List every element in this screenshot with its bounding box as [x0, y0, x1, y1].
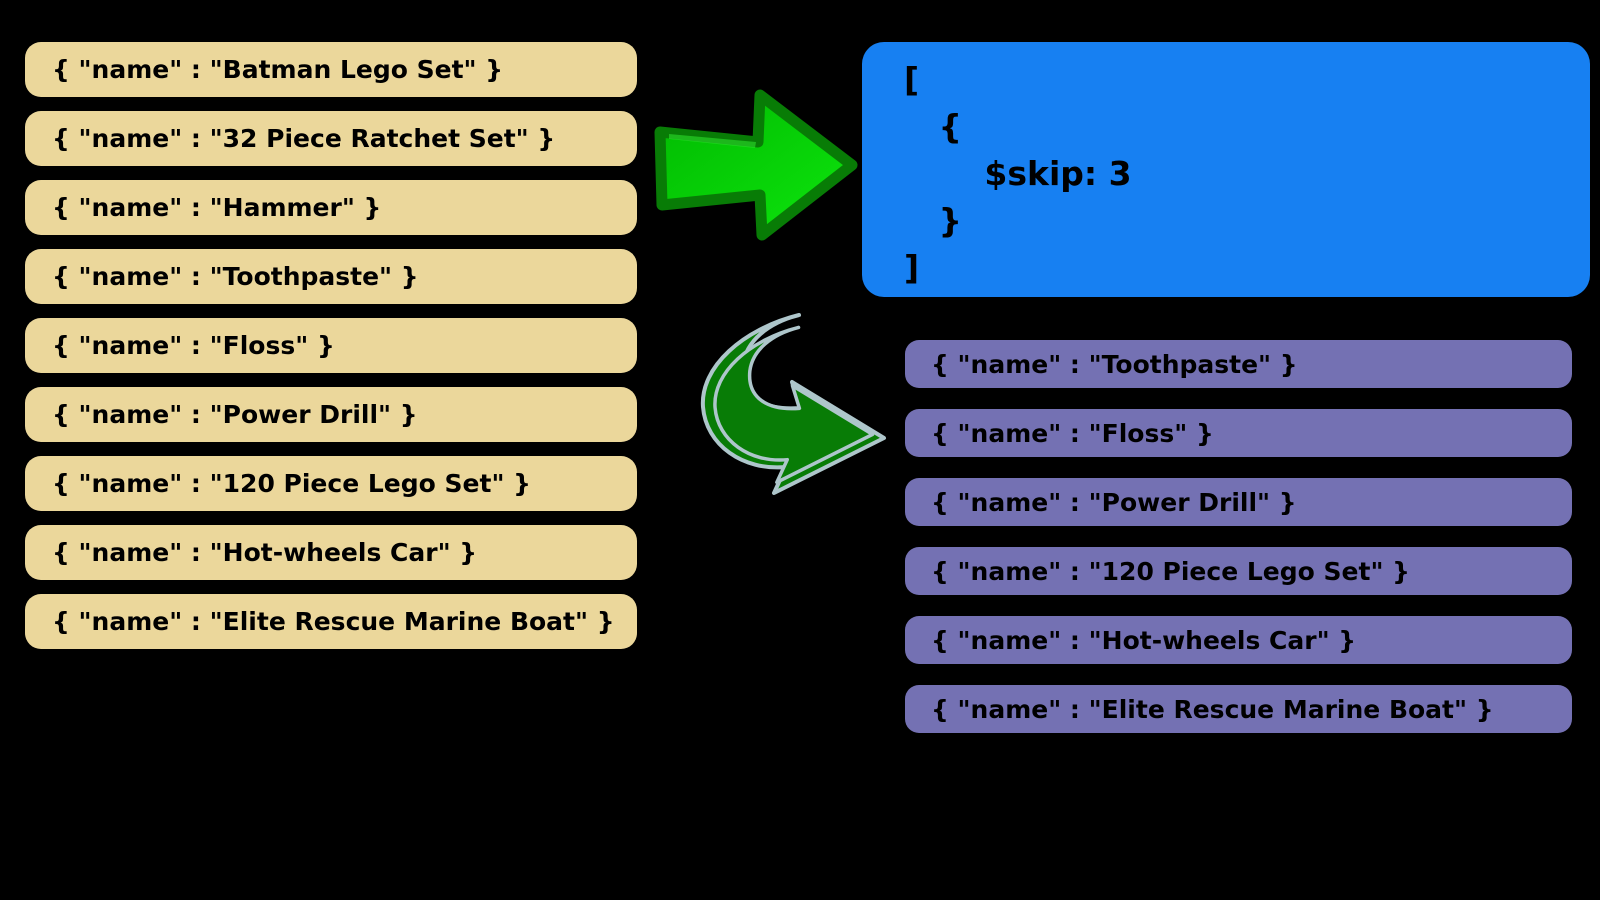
green-right-arrow-icon	[654, 89, 858, 241]
input-doc-card: { "name" : "Floss" }	[25, 318, 637, 373]
input-doc-card: { "name" : "Elite Rescue Marine Boat" }	[25, 594, 637, 649]
output-doc-card: { "name" : "Elite Rescue Marine Boat" }	[905, 685, 1572, 733]
input-doc-card: { "name" : "120 Piece Lego Set" }	[25, 456, 637, 511]
output-doc-card: { "name" : "Floss" }	[905, 409, 1572, 457]
green-curved-down-right-arrow-icon	[700, 313, 886, 495]
input-doc-card: { "name" : "Hot-wheels Car" }	[25, 525, 637, 580]
input-doc-card: { "name" : "Power Drill" }	[25, 387, 637, 442]
input-doc-card: { "name" : "32 Piece Ratchet Set" }	[25, 111, 637, 166]
input-doc-card: { "name" : "Hammer" }	[25, 180, 637, 235]
output-doc-card: { "name" : "Hot-wheels Car" }	[905, 616, 1572, 664]
input-doc-card: { "name" : "Batman Lego Set" }	[25, 42, 637, 97]
pipeline-code: [ { $skip: 3 } ]	[904, 60, 1132, 287]
output-doc-card: { "name" : "Power Drill" }	[905, 478, 1572, 526]
input-doc-card: { "name" : "Toothpaste" }	[25, 249, 637, 304]
aggregation-pipeline-box: [ { $skip: 3 } ]	[862, 42, 1590, 297]
output-doc-card: { "name" : "120 Piece Lego Set" }	[905, 547, 1572, 595]
output-doc-card: { "name" : "Toothpaste" }	[905, 340, 1572, 388]
